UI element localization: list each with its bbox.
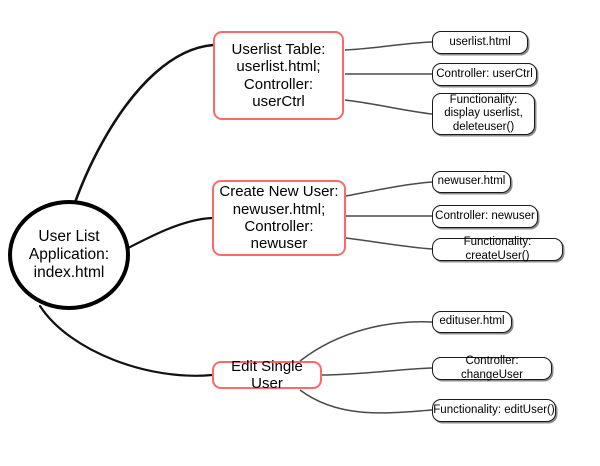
- edge-newuser-to-functionality: [345, 237, 433, 250]
- branch-node-create-new-user[interactable]: Create New User: newuser.html; Controlle…: [212, 180, 346, 256]
- edge-edituser-to-functionality: [299, 389, 433, 414]
- leaf-node-label: Functionality: editUser(): [433, 403, 555, 416]
- leaf-node-label: Controller: userCtrl: [436, 67, 533, 80]
- edge-edituser-to-view: [299, 321, 433, 362]
- branch-node-userlist-table[interactable]: Userlist Table: userlist.html; Controlle…: [213, 31, 344, 120]
- leaf-node-edituser-view[interactable]: edituser.html: [432, 311, 512, 333]
- branch-node-edit-single-user[interactable]: Edit Single User: [212, 358, 322, 392]
- root-node-label: User List Application: index.html: [28, 228, 110, 281]
- leaf-node-label: Controller: newuser: [435, 209, 535, 222]
- leaf-node-label: Functionality: createUser(): [463, 236, 532, 262]
- branch-node-label: Edit Single User: [231, 357, 303, 392]
- leaf-node-edituser-controller[interactable]: Controller: changeUser: [432, 355, 552, 381]
- edge-newuser-to-view: [345, 181, 433, 197]
- leaf-node-newuser-controller[interactable]: Controller: newuser: [432, 205, 538, 228]
- edge-userlist-to-view: [344, 41, 433, 51]
- leaf-node-newuser-functionality[interactable]: Functionality: createUser(): [432, 236, 563, 262]
- leaf-node-label: edituser.html: [439, 315, 505, 328]
- leaf-node-userlist-view[interactable]: userlist.html: [432, 31, 528, 54]
- edge-userlist-to-functionality: [344, 99, 433, 115]
- leaf-node-edituser-functionality[interactable]: Functionality: editUser(): [432, 399, 556, 422]
- branch-node-label: Create New User: newuser.html; Controlle…: [219, 183, 339, 253]
- leaf-node-newuser-view[interactable]: newuser.html: [432, 171, 511, 193]
- root-node-user-list-application[interactable]: User List Application: index.html: [8, 200, 130, 310]
- leaf-node-label: Controller: changeUser: [460, 355, 523, 381]
- leaf-node-label: newuser.html: [437, 175, 506, 188]
- leaf-node-userlist-functionality[interactable]: Functionality: display userlist, deleteu…: [432, 93, 535, 135]
- branch-node-label: Userlist Table: userlist.html; Controlle…: [231, 40, 326, 110]
- leaf-node-label: Functionality: display userlist, deleteu…: [444, 94, 523, 133]
- edge-root-to-edituser: [38, 304, 214, 377]
- edge-edituser-to-controller: [321, 367, 433, 376]
- leaf-node-userlist-controller[interactable]: Controller: userCtrl: [432, 63, 537, 86]
- leaf-node-label: userlist.html: [449, 35, 511, 48]
